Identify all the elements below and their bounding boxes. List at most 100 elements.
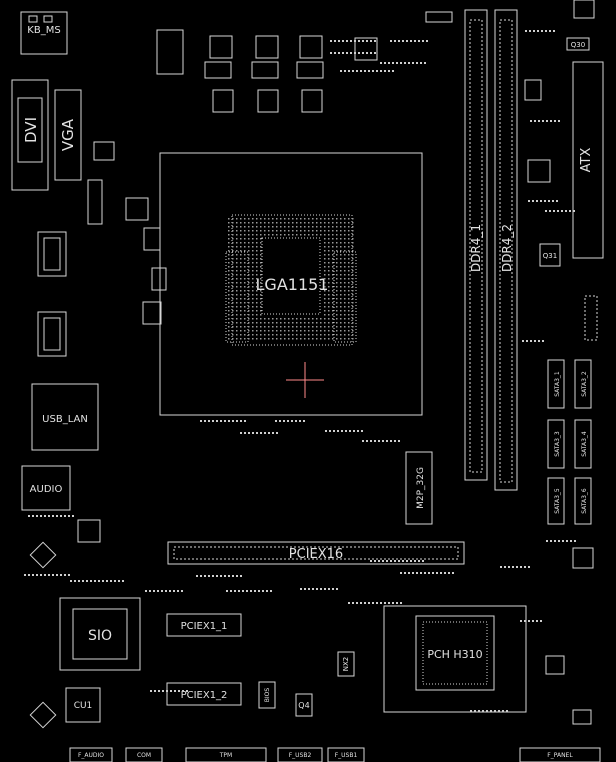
socket-pin [344, 286, 346, 288]
socket-pin [344, 282, 346, 284]
smd-pad [268, 432, 270, 434]
usb-stack-upper [37, 231, 67, 277]
socket-pin [340, 250, 342, 252]
bottom-headers: F_AUDIO COM TPM F_USB2 F_USB1 F_PANEL [69, 747, 601, 762]
smd-pad [526, 340, 528, 342]
smd-pad [408, 62, 410, 64]
socket-pin [244, 294, 246, 296]
socket-pin [248, 334, 250, 336]
socket-pin [352, 238, 354, 240]
socket-pin [280, 318, 282, 320]
socket-pin [296, 330, 298, 332]
socket-pin [348, 326, 350, 328]
socket-pin [284, 234, 286, 236]
socket-pin [280, 338, 282, 340]
socket-pin [312, 230, 314, 232]
q4-label: Q4 [298, 701, 309, 710]
smd-pad [145, 590, 147, 592]
socket-pin [328, 282, 330, 284]
socket-pin [332, 322, 334, 324]
socket-pin [256, 310, 258, 312]
socket-pin [328, 318, 330, 320]
socket-pin [244, 266, 246, 268]
socket-pin [332, 234, 334, 236]
socket-pin [292, 330, 294, 332]
socket-pin [344, 234, 346, 236]
socket-pin [328, 222, 330, 224]
smd-pad [370, 40, 372, 42]
socket-pin [256, 270, 258, 272]
smd-pad [272, 432, 274, 434]
socket-pin [324, 258, 326, 260]
socket-pin [236, 306, 238, 308]
socket-pin [328, 242, 330, 244]
smd-pad [158, 690, 160, 692]
socket-pin [332, 310, 334, 312]
socket-pin [324, 242, 326, 244]
pciex16-label: PCIEX16 [289, 547, 343, 562]
socket-pin [260, 222, 262, 224]
smd-pad [110, 580, 112, 582]
smd-pad [344, 70, 346, 72]
smd-pad [353, 430, 355, 432]
smd-pad [86, 580, 88, 582]
part-right-1 [545, 655, 565, 675]
socket-pin [240, 298, 242, 300]
socket-pin [232, 270, 234, 272]
smd-pad [154, 690, 156, 692]
socket-pin [344, 302, 346, 304]
socket-pin [232, 242, 234, 244]
socket-pin [260, 262, 262, 264]
socket-pin [240, 266, 242, 268]
socket-pin [336, 286, 338, 288]
socket-label: LGA1151 [256, 275, 329, 294]
smd-pad [490, 710, 492, 712]
socket-pin [344, 290, 346, 292]
socket-pin [256, 226, 258, 228]
smd-pad [94, 580, 96, 582]
socket-pin [288, 334, 290, 336]
smd-pad [533, 30, 535, 32]
socket-pin [344, 310, 346, 312]
smd-pad [384, 70, 386, 72]
socket-pin [340, 326, 342, 328]
socket-pin [292, 230, 294, 232]
smd-pad [270, 590, 272, 592]
socket-pin [260, 310, 262, 312]
smd-pad [426, 40, 428, 42]
sata4-label: SATA3_4 [581, 431, 588, 457]
socket-pin [252, 290, 254, 292]
part-right-2 [572, 547, 594, 569]
socket-pin [348, 234, 350, 236]
socket-pin [320, 218, 322, 220]
smd-pad [474, 710, 476, 712]
bios-label: BIOS [264, 688, 271, 703]
socket-pin [248, 338, 250, 340]
socket-pin [300, 230, 302, 232]
socket-pin [228, 330, 230, 332]
socket-pin [336, 262, 338, 264]
socket-pin [228, 282, 230, 284]
socket-pin [336, 334, 338, 336]
socket-pin [244, 302, 246, 304]
socket-pin [272, 230, 274, 232]
socket-pin [324, 334, 326, 336]
socket-pin [336, 266, 338, 268]
socket-pin [352, 294, 354, 296]
smd-pad [500, 566, 502, 568]
smd-pad [24, 574, 26, 576]
socket-pin [228, 234, 230, 236]
socket-pin [248, 238, 250, 240]
socket-pin [340, 254, 342, 256]
socket-pin [288, 218, 290, 220]
smd-pad [345, 430, 347, 432]
socket-pin [352, 254, 354, 256]
socket-pin [352, 230, 354, 232]
socket-pin [304, 318, 306, 320]
smd-pad [404, 572, 406, 574]
socket-pin [240, 262, 242, 264]
socket-pin [336, 338, 338, 340]
socket-pin [244, 226, 246, 228]
socket-pin [248, 278, 250, 280]
smd-pad [478, 710, 480, 712]
